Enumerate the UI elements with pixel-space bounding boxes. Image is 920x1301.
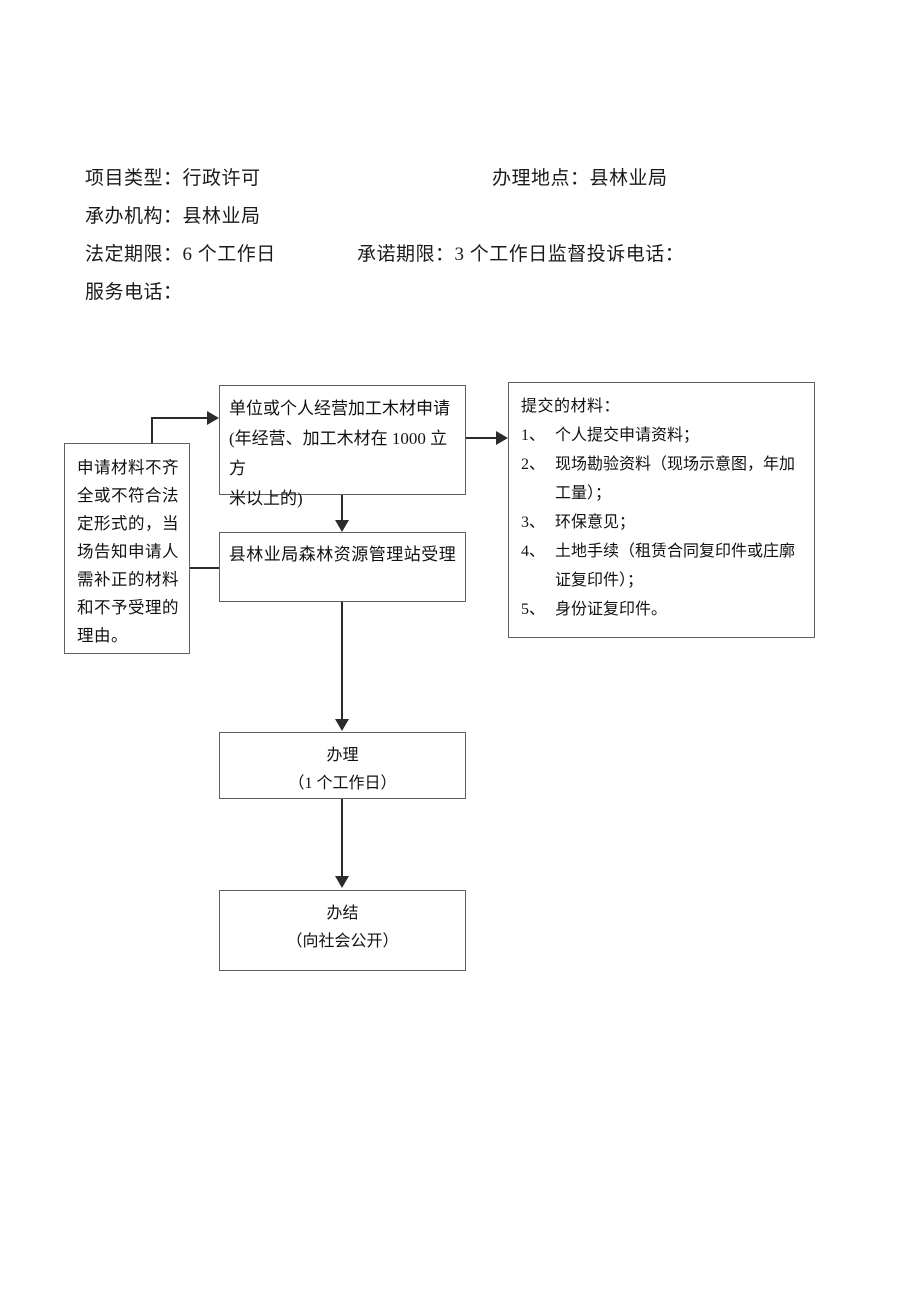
connector-rejection-up: [151, 417, 153, 445]
done-title: 办结: [326, 905, 359, 922]
materials-item: 5、 身份证复印件。: [521, 595, 806, 624]
meta-statutory-deadline: 法定期限：6 个工作日: [85, 244, 276, 265]
application-line-1: 单位或个人经营加工木材申请: [229, 399, 450, 418]
done-subtitle: （向社会公开）: [286, 933, 399, 950]
rejection-line-1: 申请材料不齐: [77, 458, 179, 477]
connector-accept-to-rejection: [189, 567, 220, 569]
meta-service-phone: 服务电话：: [85, 282, 183, 303]
materials-item-text: 现场勘验资料（现场示意图，年加工量）；: [555, 456, 796, 502]
rejection-line-4: 场告知申请人: [77, 542, 179, 561]
application-line-2: (年经营、加工木材在 1000 立方: [229, 429, 448, 478]
connector-rejection-right: [151, 417, 209, 419]
application-line-3: 米以上的): [229, 489, 303, 508]
meta-undertaking-agency: 承办机构：县林业局: [85, 206, 261, 227]
rejection-line-3: 定形式的，当: [77, 514, 179, 533]
meta-project-type: 项目类型：行政许可: [85, 168, 261, 189]
flow-box-application: 单位或个人经营加工木材申请 (年经营、加工木材在 1000 立方 米以上的): [219, 385, 466, 508]
flow-box-acceptance: 县林业局森林资源管理站受理: [219, 532, 466, 602]
process-title: 办理: [326, 747, 359, 764]
materials-item-number: 5、: [521, 601, 546, 618]
flow-box-rejection-notice: 申请材料不齐 全或不符合法 定形式的，当 场告知申请人 需补正的材料 和不予受理…: [64, 443, 190, 654]
materials-item-text: 个人提交申请资料；: [555, 427, 700, 444]
flow-box-process: 办理 （1 个工作日）: [219, 732, 466, 799]
flow-box-required-materials: 提交的材料： 1、 个人提交申请资料； 2、 现场勘验资料（现场示意图，年加工量…: [508, 382, 815, 638]
materials-item-text: 环保意见；: [555, 514, 636, 531]
process-subtitle: （1 个工作日）: [288, 775, 397, 792]
materials-item-number: 2、: [521, 456, 546, 473]
accept-text: 县林业局森林资源管理站受理: [228, 545, 457, 564]
rejection-line-2: 全或不符合法: [77, 486, 179, 505]
materials-item-number: 3、: [521, 514, 546, 531]
materials-item: 2、 现场勘验资料（现场示意图，年加工量）；: [521, 450, 806, 508]
connector-accept-to-process: [341, 601, 343, 721]
rejection-line-5: 需补正的材料: [77, 570, 179, 589]
connector-process-to-done: [341, 798, 343, 878]
materials-item-text: 土地手续（租赁合同复印件或庄廓证复印件）；: [555, 543, 796, 589]
arrowhead-into-done: [335, 876, 349, 888]
rejection-line-7: 理由。: [77, 626, 128, 645]
arrowhead-into-materials: [496, 431, 508, 445]
arrowhead-into-application: [207, 411, 219, 425]
meta-promised-deadline-and-hotline: 承诺期限：3 个工作日监督投诉电话：: [357, 244, 685, 265]
materials-item: 3、 环保意见；: [521, 508, 806, 537]
arrowhead-into-process: [335, 719, 349, 731]
materials-item: 1、 个人提交申请资料；: [521, 421, 806, 450]
connector-application-to-materials: [466, 437, 498, 439]
materials-item: 4、 土地手续（租赁合同复印件或庄廓证复印件）；: [521, 537, 806, 595]
materials-item-text: 身份证复印件。: [555, 601, 668, 618]
connector-application-to-accept: [341, 494, 343, 522]
materials-item-number: 4、: [521, 543, 546, 560]
rejection-line-6: 和不予受理的: [77, 598, 179, 617]
meta-handling-location: 办理地点：县林业局: [492, 168, 668, 189]
arrowhead-into-accept: [335, 520, 349, 532]
flow-box-completion: 办结 （向社会公开）: [219, 890, 466, 971]
materials-title: 提交的材料：: [521, 398, 621, 415]
materials-item-number: 1、: [521, 427, 546, 444]
